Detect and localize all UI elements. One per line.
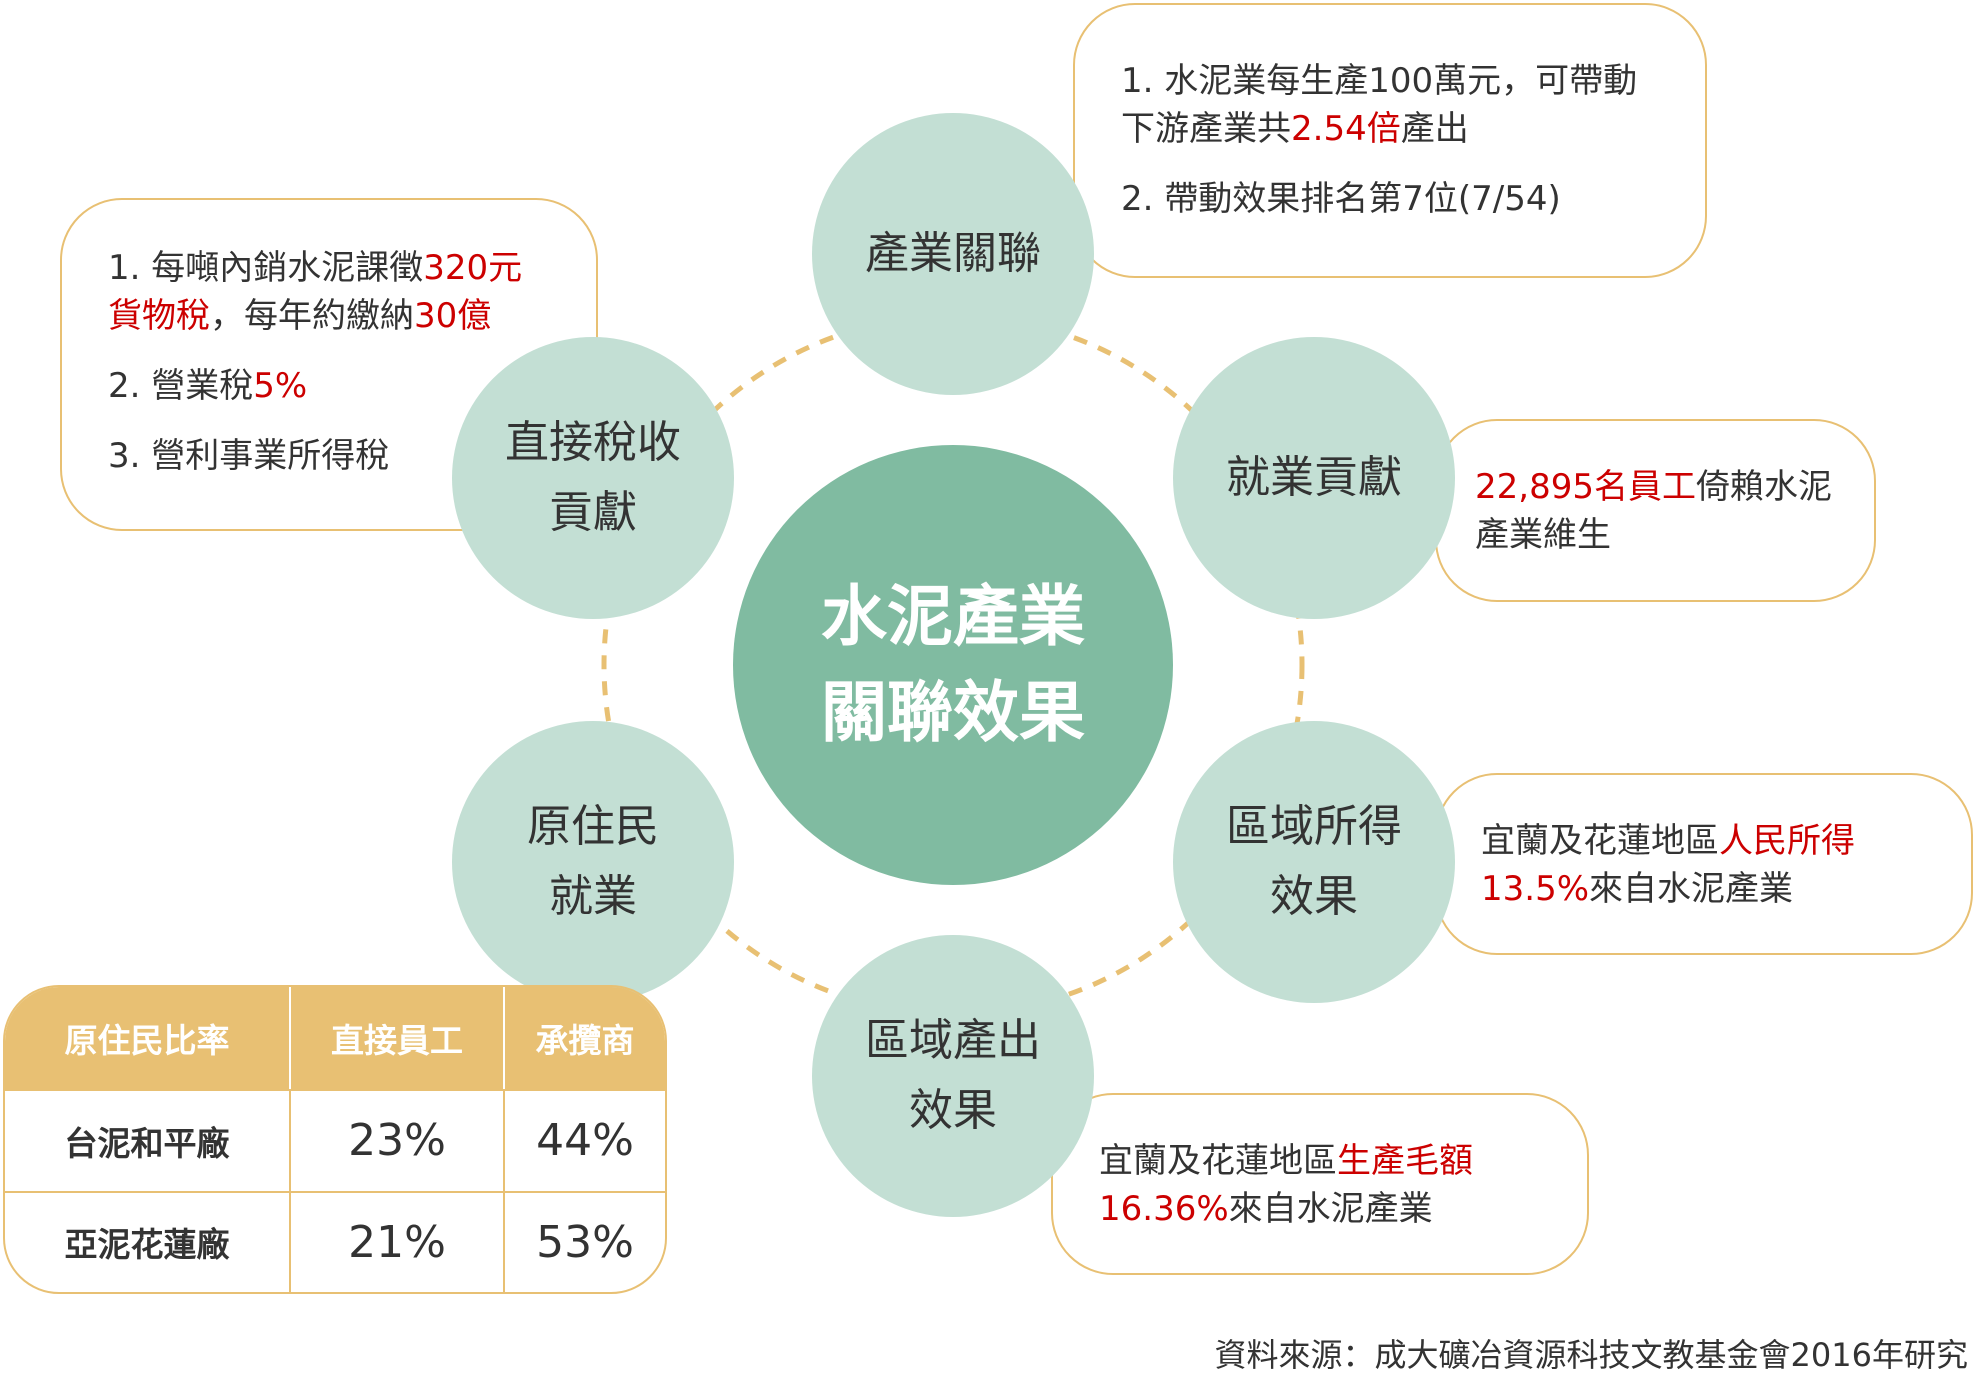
text: 倚賴水泥產業維生	[1475, 467, 1832, 555]
table-row: 亞泥花蓮廠 21% 53%	[5, 1190, 665, 1293]
node-industry-link: 產業關聯	[812, 113, 1094, 395]
node-tax: 直接稅收貢獻	[452, 337, 734, 619]
table-row: 台泥和平廠 23% 44%	[5, 1089, 665, 1191]
text: 產出	[1400, 109, 1469, 149]
info-box-regional-income: 宜蘭及花蓮地區人民所得 13.5%來自水泥產業	[1435, 773, 1973, 955]
text: 2. 營業稅	[108, 366, 254, 406]
indigenous-table: 原住民比率 直接員工 承攬商 台泥和平廠 23% 44% 亞泥花蓮廠 21% 5…	[3, 985, 667, 1294]
node-indigenous: 原住民就業	[452, 721, 734, 1003]
table-cell: 53%	[502, 1190, 665, 1292]
text: 2. 帶動效果排名第7位(7/54)	[1121, 179, 1561, 219]
table-cell: 21%	[289, 1190, 503, 1292]
text: 3. 營利事業所得稅	[108, 436, 390, 476]
table-cell: 台泥和平廠	[5, 1089, 289, 1191]
highlight: 5%	[253, 366, 308, 406]
node-label: 就業貢獻	[1226, 452, 1402, 503]
highlight: 22,895名員工	[1475, 467, 1696, 507]
node-regional-income: 區域所得效果	[1173, 721, 1455, 1003]
column-header: 原住民比率	[5, 987, 289, 1089]
column-header: 直接員工	[289, 987, 503, 1089]
text: 1. 水泥業每生產100萬元，可帶動下游產業共	[1121, 61, 1638, 149]
highlight: 320元貨物稅	[108, 248, 523, 336]
center-label: 關聯效果	[821, 674, 1085, 751]
node-label: 產業關聯	[865, 228, 1041, 279]
table-cell: 44%	[502, 1089, 665, 1191]
node-label: 效果	[1270, 871, 1358, 922]
center-label: 水泥產業	[821, 578, 1085, 655]
table-cell: 亞泥花蓮廠	[5, 1190, 289, 1293]
text: ，每年約繳納	[210, 296, 414, 336]
node-label: 區域產出	[865, 1015, 1041, 1066]
text: 來自水泥產業	[1228, 1189, 1433, 1229]
node-label: 區域所得	[1226, 801, 1402, 852]
text: 宜蘭及花蓮地區	[1099, 1141, 1337, 1181]
node-employment: 就業貢獻	[1173, 337, 1455, 619]
table-cell: 23%	[289, 1089, 503, 1191]
node-label: 貢獻	[549, 487, 637, 538]
text: 宜蘭及花蓮地區	[1481, 821, 1719, 861]
info-box-employment: 22,895名員工倚賴水泥產業維生	[1435, 419, 1876, 602]
node-label: 就業	[549, 871, 637, 922]
table-header-row: 原住民比率 直接員工 承攬商	[5, 987, 665, 1089]
node-regional-output: 區域產出效果	[812, 935, 1094, 1217]
highlight: 16.36%	[1099, 1189, 1229, 1229]
highlight: 2.54倍	[1291, 109, 1401, 149]
highlight: 13.5%	[1481, 869, 1590, 909]
node-label: 直接稅收	[505, 417, 681, 468]
info-box-industry-link: 1. 水泥業每生產100萬元，可帶動下游產業共2.54倍產出 2. 帶動效果排名…	[1073, 3, 1707, 278]
text: 1. 每噸內銷水泥課徵	[108, 248, 424, 288]
source-note: 資料來源：成大礦冶資源科技文教基金會2016年研究	[1214, 1336, 1968, 1374]
text: 來自水泥產業	[1589, 869, 1794, 909]
highlight: 30億	[414, 296, 492, 336]
node-label: 效果	[909, 1085, 997, 1136]
column-header: 承攬商	[502, 987, 665, 1089]
info-box-regional-output: 宜蘭及花蓮地區生產毛額 16.36%來自水泥產業	[1051, 1093, 1589, 1275]
node-label: 原住民	[527, 801, 659, 852]
highlight: 生產毛額	[1337, 1141, 1473, 1181]
highlight: 人民所得	[1719, 821, 1855, 861]
center-node: 水泥產業關聯效果	[733, 445, 1173, 885]
